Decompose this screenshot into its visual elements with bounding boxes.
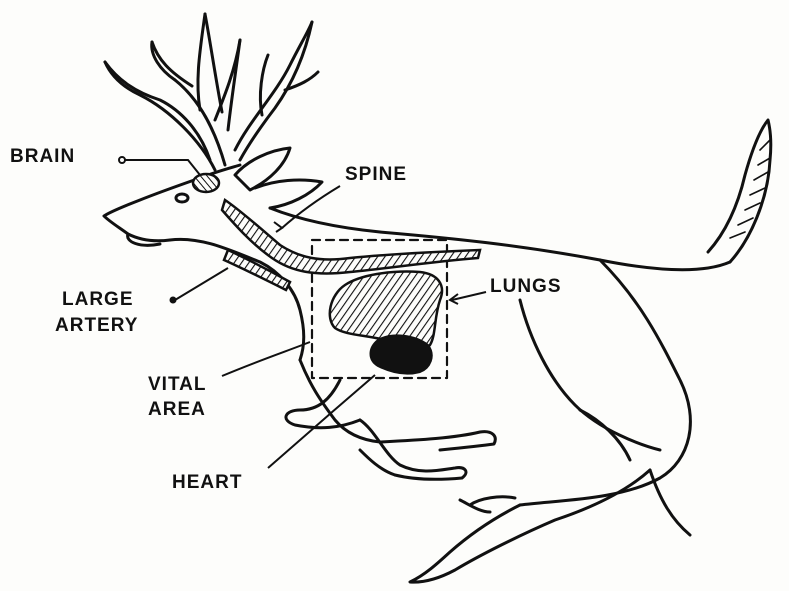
large-artery-label-line1: LARGE [62, 288, 134, 312]
large-artery-label-line2: ARTERY [55, 314, 138, 338]
lungs-leader [452, 292, 486, 300]
antlers [105, 14, 318, 170]
brain-label: BRAIN [10, 145, 75, 169]
vital-area-leader [222, 342, 310, 376]
head [104, 148, 322, 245]
body-outline [170, 120, 771, 582]
artery-leader [175, 268, 228, 300]
vital-area-label-line2: AREA [148, 398, 206, 422]
lungs-label: LUNGS [490, 275, 562, 299]
heart-label: HEART [172, 471, 242, 495]
brain-shape [193, 174, 219, 192]
vital-area-label-line1: VITAL [148, 373, 206, 397]
brain-leader [125, 160, 200, 175]
spine-label: SPINE [345, 163, 407, 187]
heart-shape [371, 335, 432, 373]
